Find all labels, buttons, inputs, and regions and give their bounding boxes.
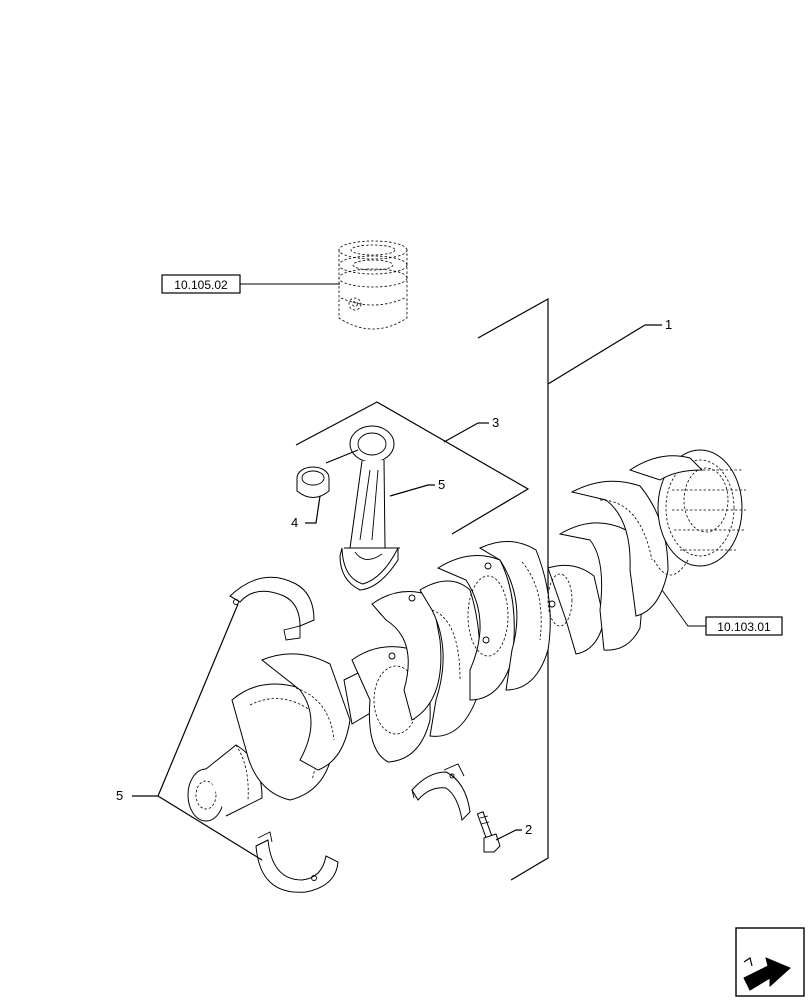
bolt — [476, 811, 501, 853]
flywheel-reference-tag[interactable]: 10.103.01 — [661, 589, 783, 636]
lower-main-bearing-shell — [255, 831, 339, 893]
piston — [338, 240, 408, 330]
callout-5-main: 5 — [116, 788, 123, 803]
leader-2 — [495, 829, 522, 841]
connecting-rod-kit-bracket — [295, 401, 530, 535]
next-page-arrow-icon[interactable] — [735, 927, 805, 997]
leader-bushing-rod — [325, 449, 359, 464]
piston-reference-tag[interactable]: 10.105.02 — [161, 274, 340, 294]
connecting-rod — [339, 425, 400, 591]
callout-4: 4 — [291, 515, 298, 530]
flywheel-reference-label: 10.103.01 — [717, 620, 771, 634]
callout-1: 1 — [665, 317, 672, 332]
callout-2: 2 — [525, 822, 532, 837]
leader-4 — [305, 495, 321, 524]
crankshaft — [187, 449, 746, 822]
small-end-bushing — [296, 466, 330, 498]
piston-reference-label: 10.105.02 — [174, 278, 228, 292]
leader-5-main-bearings — [132, 603, 263, 861]
bearing-cap-insert — [411, 763, 471, 822]
upper-main-bearing-shell — [229, 576, 315, 641]
leader-5-rod — [389, 484, 435, 497]
callout-3: 3 — [492, 415, 499, 430]
crankshaft-assembly-bracket — [477, 297, 662, 881]
callout-5-rod: 5 — [438, 477, 445, 492]
